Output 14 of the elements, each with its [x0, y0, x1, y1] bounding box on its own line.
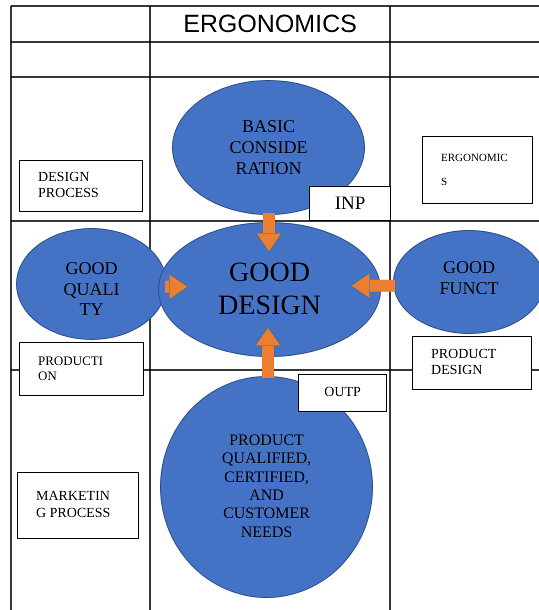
title: ERGONOMICS — [182, 8, 358, 40]
block-arrow — [350, 272, 395, 300]
block-arrow — [255, 213, 283, 253]
text-box: INP — [309, 186, 391, 221]
text-box: MARKETIN G PROCESS — [17, 472, 139, 539]
text-box: OUTP — [298, 374, 387, 412]
block-arrow — [254, 326, 282, 378]
block-arrow — [165, 273, 189, 300]
ellipse-node: GOOD DESIGN — [158, 222, 381, 357]
text-box: ERGONOMIC S — [422, 136, 533, 204]
ellipse-node: GOOD FUNCT — [393, 230, 539, 334]
text-box: DESIGN PROCESS — [19, 160, 143, 212]
text-box: PRODUCTI ON — [19, 342, 144, 396]
text-box: PRODUCT DESIGN — [412, 336, 532, 390]
